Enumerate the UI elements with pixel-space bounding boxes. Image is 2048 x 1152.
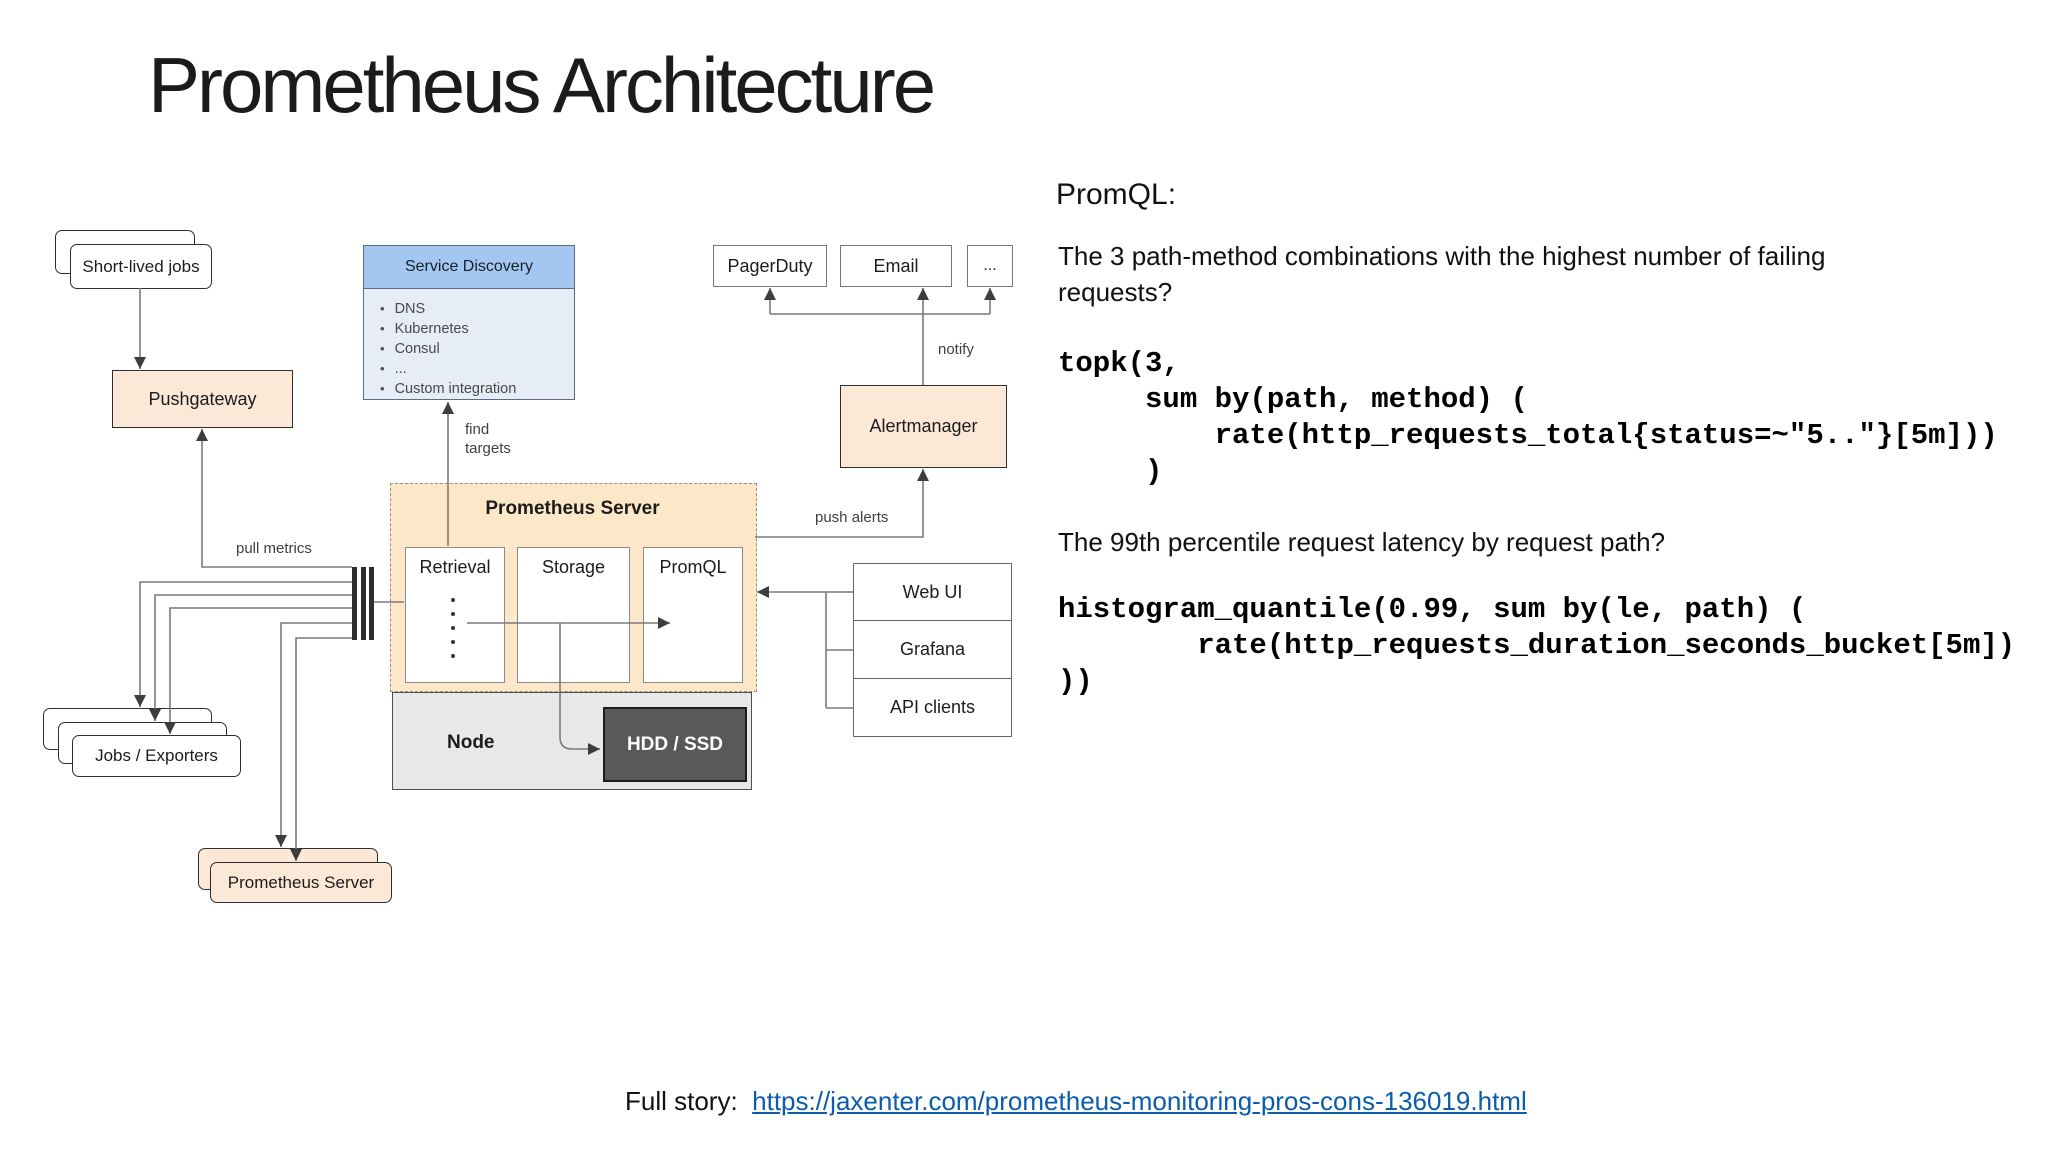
service-discovery-box: Service Discovery DNS Kubernetes Consul …	[363, 245, 575, 400]
promql-code-1: topk(3, sum by(path, method) ( rate(http…	[1058, 347, 1998, 488]
pushgateway-box: Pushgateway	[112, 370, 293, 428]
full-story-link[interactable]: https://jaxenter.com/prometheus-monitori…	[752, 1086, 1527, 1116]
promql-code-2: histogram_quantile(0.99, sum by(le, path…	[1058, 593, 2016, 698]
arrows-notify	[764, 288, 996, 385]
promql-question-1: The 3 path-method combinations with the …	[1058, 241, 1826, 307]
service-discovery-title: Service Discovery	[364, 246, 574, 289]
prometheus-server-bottom-box: Prometheus Server	[210, 862, 392, 903]
list-item: Custom integration	[380, 379, 574, 399]
clients-stack: Web UI Grafana API clients	[853, 563, 1012, 737]
alertmanager-box: Alertmanager	[840, 385, 1007, 468]
arrow-push-alerts	[755, 469, 929, 538]
find-targets-label-line1: find	[465, 421, 490, 438]
prometheus-server-group-title: Prometheus Server	[485, 498, 660, 519]
footer: Full story: https://jaxenter.com/prometh…	[625, 1086, 1527, 1117]
grafana-box: Grafana	[853, 621, 1012, 679]
jobs-exporters-box: Jobs / Exporters	[72, 735, 241, 777]
page-title: Prometheus Architecture	[148, 41, 936, 129]
retrieval-dots	[451, 598, 455, 658]
scrape-junction-bars	[352, 567, 374, 640]
arrows-bars-to-bottom-prometheus	[275, 622, 352, 861]
list-item: Kubernetes	[380, 319, 574, 339]
arrow-clients-to-promql	[757, 586, 853, 709]
hdd-ssd-box: HDD / SSD	[603, 707, 747, 782]
push-alerts-label: push alerts	[815, 509, 889, 526]
pagerduty-box: PagerDuty	[713, 245, 827, 287]
promql-heading: PromQL:	[1056, 178, 1177, 211]
list-item: ...	[380, 359, 574, 379]
list-item: DNS	[380, 299, 574, 319]
retrieval-box: Retrieval	[405, 547, 505, 683]
other-integrations-box: ...	[967, 245, 1013, 287]
find-targets-label-line2: targets	[465, 440, 511, 457]
storage-box: Storage	[517, 547, 630, 683]
pull-metrics-label: pull metrics	[236, 540, 312, 557]
footer-label: Full story:	[625, 1086, 738, 1116]
web-ui-box: Web UI	[853, 563, 1012, 621]
api-clients-box: API clients	[853, 679, 1012, 737]
promql-box: PromQL	[643, 547, 743, 683]
service-discovery-list: DNS Kubernetes Consul ... Custom integra…	[364, 289, 574, 399]
promql-question-2: The 99th percentile request latency by r…	[1058, 527, 1666, 557]
notify-label: notify	[938, 341, 974, 358]
email-box: Email	[840, 245, 952, 287]
list-item: Consul	[380, 339, 574, 359]
node-label: Node	[447, 732, 495, 753]
short-lived-jobs-box: Short-lived jobs	[70, 244, 212, 289]
